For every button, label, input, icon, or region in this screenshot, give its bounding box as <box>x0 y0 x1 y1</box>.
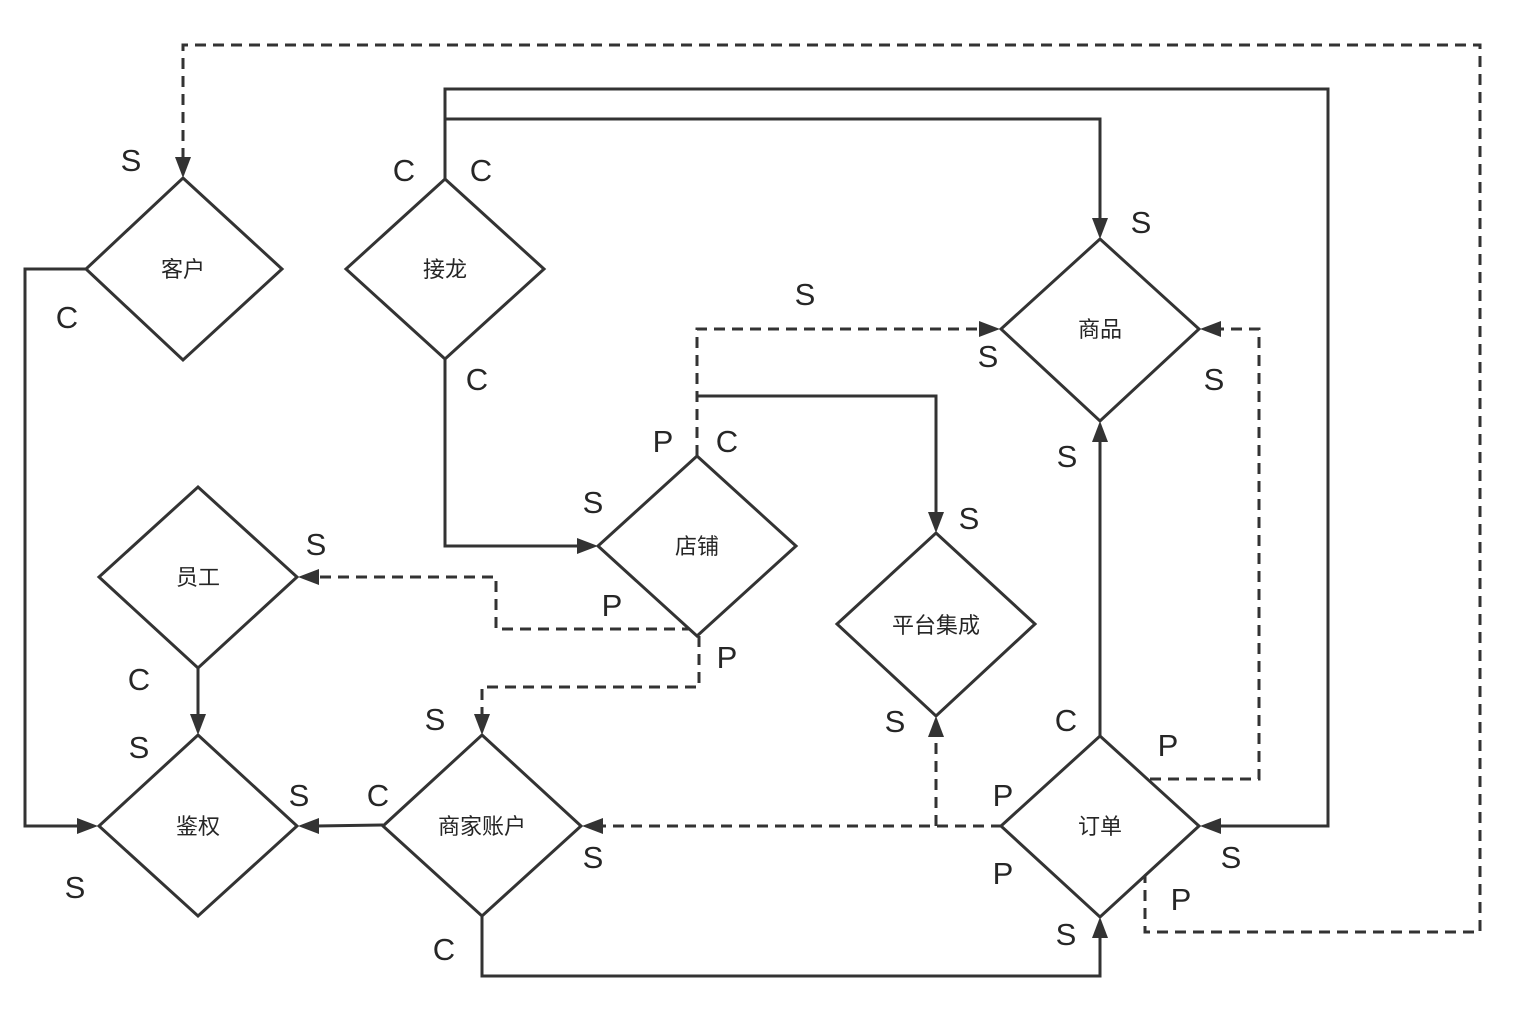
node-label: 平台集成 <box>892 614 980 639</box>
node-platform-integration[interactable]: 平台集成 <box>834 530 1038 719</box>
edge-label: P <box>1158 728 1179 763</box>
edge-label: S <box>583 485 604 520</box>
arrowhead <box>979 321 1000 337</box>
edge-store-to-merchant <box>480 636 701 717</box>
node-label: 接龙 <box>423 258 467 283</box>
arrowhead <box>175 157 191 178</box>
diamond-shape <box>998 733 1202 920</box>
edge-merchant-to-auth <box>315 823 384 828</box>
edge-store-to-staff <box>316 575 693 631</box>
edge-label: C <box>56 300 78 335</box>
edge-label: S <box>121 143 142 178</box>
node-label: 鉴权 <box>176 815 220 840</box>
edge-store-to-product <box>695 327 982 456</box>
arrowhead <box>298 569 319 585</box>
arrowhead <box>1200 818 1221 834</box>
arrowhead <box>474 714 490 735</box>
diamond-shape <box>998 236 1202 424</box>
edge-label: C <box>393 153 415 188</box>
edge-label: S <box>129 730 150 765</box>
edge-label: P <box>993 856 1014 891</box>
arrowhead <box>577 538 598 554</box>
edge-solitaire-to-store <box>443 359 580 548</box>
edge-label: P <box>717 640 738 675</box>
diamond-shape <box>96 732 300 919</box>
edge-label: C <box>367 778 389 813</box>
edge-label: S <box>978 339 999 374</box>
edge-label: S <box>1204 362 1225 397</box>
node-solitaire[interactable]: 接龙 <box>343 176 547 362</box>
arrowhead <box>928 716 944 737</box>
edge-order-to-product-dashed <box>1150 327 1261 781</box>
edge-label: P <box>602 588 623 623</box>
edge-label: S <box>289 778 310 813</box>
edge-label: S <box>795 277 816 312</box>
edge-label: C <box>466 362 488 397</box>
edge-merchant-to-order <box>480 916 1102 978</box>
edge-label: P <box>653 424 674 459</box>
edge-order-to-customer <box>181 43 1482 934</box>
arrowhead <box>77 818 98 834</box>
node-customer[interactable]: 客户 <box>83 175 285 363</box>
edge-label: C <box>128 662 150 697</box>
arrowhead <box>928 512 944 533</box>
node-label: 店铺 <box>675 535 719 560</box>
diamond-shape <box>83 175 285 363</box>
node-staff[interactable]: 员工 <box>96 484 300 671</box>
node-product[interactable]: 商品 <box>998 236 1202 424</box>
edge-label: C <box>716 424 738 459</box>
edge-label: S <box>1056 917 1077 952</box>
arrowhead <box>190 714 206 735</box>
edge-label: S <box>1221 840 1242 875</box>
node-merchant-account[interactable]: 商家账户 <box>380 732 584 919</box>
node-label: 商家账户 <box>438 815 526 840</box>
edge-customer-to-auth <box>23 267 86 828</box>
arrowhead <box>1092 421 1108 442</box>
diamond-shape <box>380 732 584 919</box>
edge-label: S <box>306 527 327 562</box>
arrowhead <box>1092 917 1108 938</box>
edge-label: C <box>433 932 455 967</box>
edge-solitaire-to-product <box>445 117 1102 221</box>
node-label: 员工 <box>176 566 220 591</box>
arrowhead <box>298 818 319 834</box>
edge-label: S <box>583 840 604 875</box>
edge-label: P <box>1171 882 1192 917</box>
diamond-shape <box>343 176 547 362</box>
arrowhead <box>582 818 603 834</box>
diamond-shape <box>595 453 799 639</box>
edge-label: P <box>993 778 1014 813</box>
arrowhead <box>1092 218 1108 239</box>
diamond-shape <box>96 484 300 671</box>
node-label: 商品 <box>1078 318 1122 343</box>
node-order[interactable]: 订单 <box>998 733 1202 920</box>
edge-label: S <box>425 702 446 737</box>
edge-label: C <box>470 153 492 188</box>
edge-label: S <box>959 501 980 536</box>
edge-store-to-platform <box>697 394 938 515</box>
edge-label: S <box>885 704 906 739</box>
edge-label: S <box>1131 205 1152 240</box>
edge-label: S <box>65 870 86 905</box>
node-auth[interactable]: 鉴权 <box>96 732 300 919</box>
edge-label: C <box>1055 703 1077 738</box>
node-label: 客户 <box>161 258 205 283</box>
edge-label: S <box>1057 439 1078 474</box>
diamond-shape <box>834 530 1038 719</box>
node-store[interactable]: 店铺 <box>595 453 799 639</box>
node-label: 订单 <box>1078 815 1122 840</box>
arrowhead <box>1200 321 1221 337</box>
